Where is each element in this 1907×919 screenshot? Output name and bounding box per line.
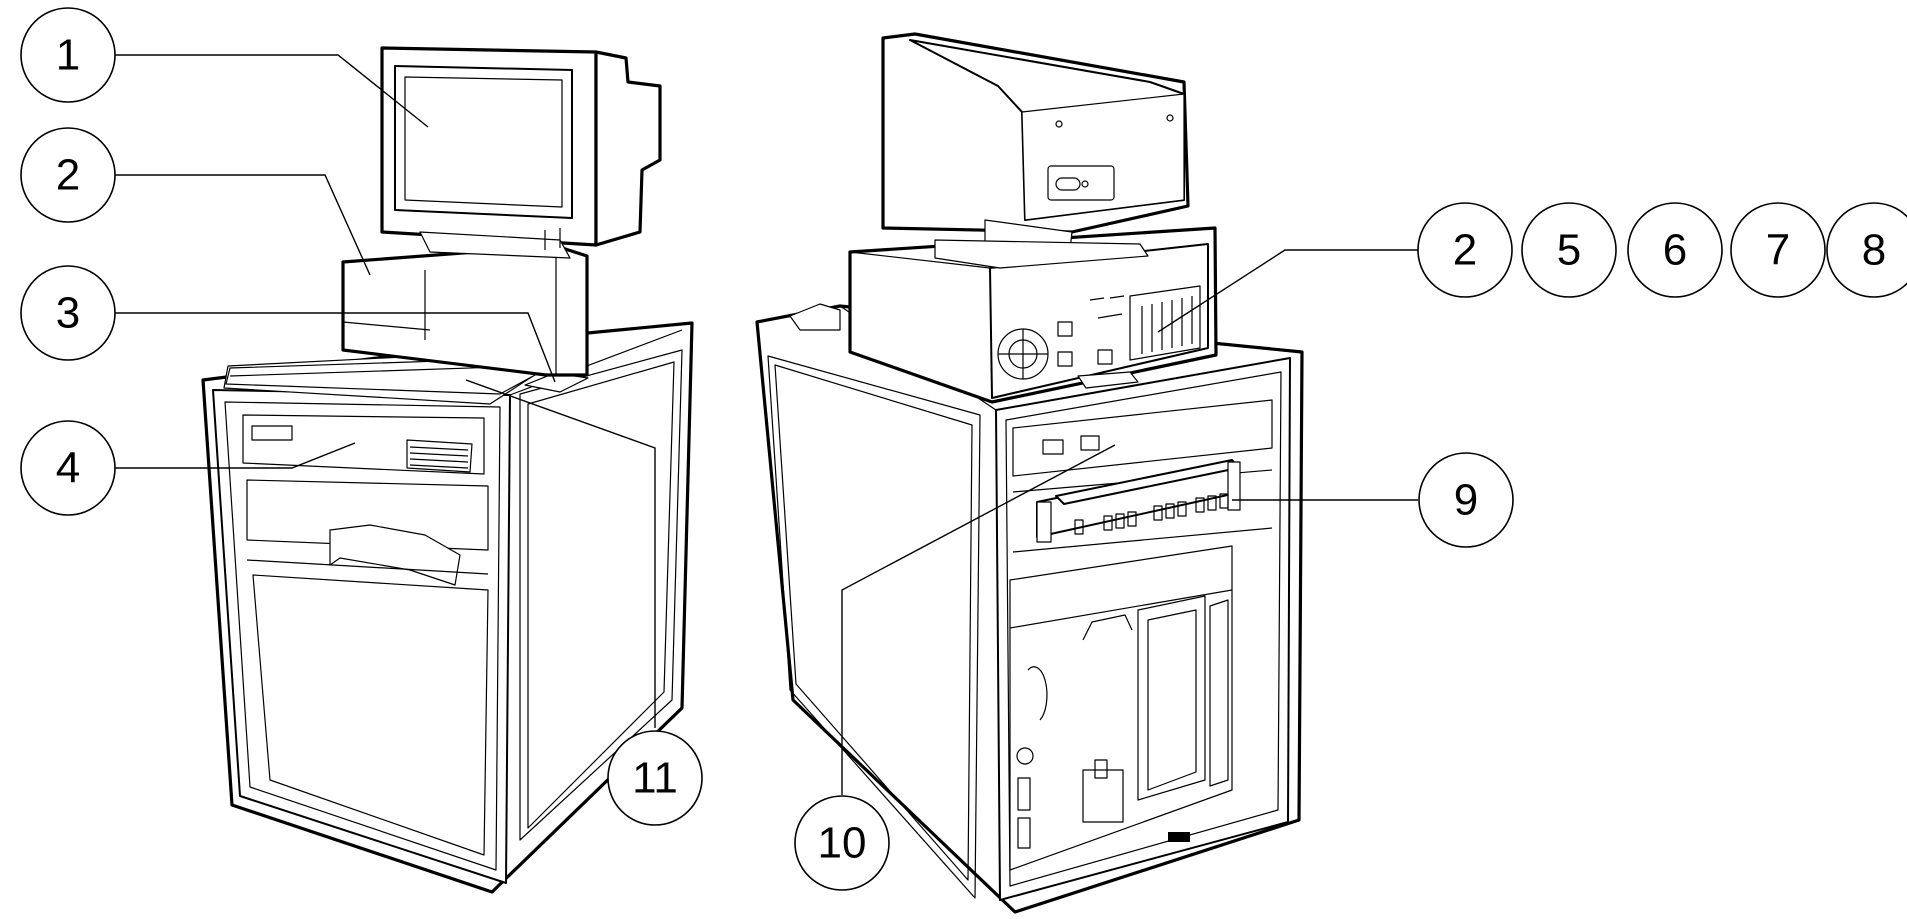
front-view-drawing bbox=[201, 46, 694, 894]
callout-3: 3 bbox=[20, 265, 116, 361]
rear-monitor bbox=[881, 32, 1190, 269]
callout-11: 11 bbox=[607, 730, 703, 826]
front-paper-slot bbox=[246, 479, 489, 586]
leader-2b bbox=[1157, 249, 1418, 333]
svg-text:2: 2 bbox=[1453, 226, 1477, 275]
svg-text:4: 4 bbox=[56, 444, 80, 493]
svg-text:11: 11 bbox=[632, 754, 678, 803]
callout-1: 1 bbox=[20, 7, 116, 103]
callout-9: 9 bbox=[1418, 452, 1514, 548]
leader-10 bbox=[841, 444, 1116, 795]
svg-text:7: 7 bbox=[1766, 226, 1790, 275]
rear-patch-panel bbox=[1036, 459, 1241, 543]
front-cabinet-door bbox=[252, 574, 489, 856]
rear-system-unit bbox=[789, 226, 1218, 404]
svg-text:2: 2 bbox=[56, 151, 80, 200]
rear-cabinet-foot bbox=[1168, 832, 1190, 842]
callout-2-rear: 2 bbox=[1417, 202, 1513, 298]
svg-text:6: 6 bbox=[1663, 226, 1687, 275]
callout-6: 6 bbox=[1627, 202, 1723, 298]
leader-11 bbox=[465, 379, 656, 728]
callout-5: 5 bbox=[1521, 202, 1617, 298]
svg-text:1: 1 bbox=[56, 31, 80, 80]
rear-view-drawing bbox=[755, 32, 1304, 914]
callout-10: 10 bbox=[794, 795, 890, 891]
leader-2a bbox=[115, 174, 371, 276]
callout-7: 7 bbox=[1730, 202, 1826, 298]
callout-8: 8 bbox=[1826, 202, 1907, 298]
svg-text:9: 9 bbox=[1454, 476, 1478, 525]
rear-card-cage bbox=[1009, 545, 1233, 871]
callout-4: 4 bbox=[20, 420, 116, 516]
leader-3 bbox=[115, 312, 556, 383]
rear-cabinet bbox=[755, 304, 1304, 914]
front-drive-bay bbox=[242, 414, 485, 475]
front-monitor bbox=[380, 46, 662, 259]
svg-text:5: 5 bbox=[1557, 226, 1581, 275]
leader-1 bbox=[115, 54, 429, 128]
leader-lines bbox=[115, 54, 1418, 795]
leader-4 bbox=[115, 442, 356, 469]
front-system-unit bbox=[341, 244, 589, 377]
callout-2-front: 2 bbox=[20, 127, 116, 223]
front-mouse-pad bbox=[524, 372, 589, 393]
svg-text:8: 8 bbox=[1862, 226, 1886, 275]
svg-text:10: 10 bbox=[818, 819, 867, 868]
svg-text:3: 3 bbox=[56, 289, 80, 338]
